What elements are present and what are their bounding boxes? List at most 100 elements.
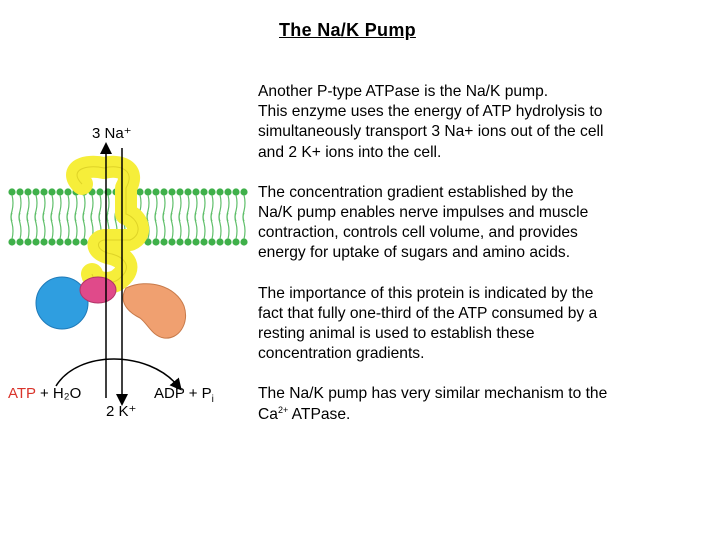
lipid-head [160, 238, 168, 246]
text-line: simultaneously transport 3 Na+ ions out … [258, 123, 604, 141]
domain-orange [122, 283, 186, 339]
text-line: energy for uptake of sugars and amino ac… [258, 244, 571, 262]
lipid-tail [210, 212, 214, 240]
lipid-head [144, 188, 152, 196]
lipid-head [16, 188, 24, 196]
lipid-head [8, 188, 16, 196]
atpase-suffix: ATPase. [288, 405, 351, 423]
page-title: The Na/K Pump [279, 20, 416, 40]
lipid-tail [10, 212, 14, 240]
lipid-head [184, 238, 192, 246]
atp-reaction-arrow [55, 358, 182, 391]
lipid-tail [18, 212, 22, 240]
lipid-head [24, 188, 32, 196]
lipid-head [48, 238, 56, 246]
adp-label: ADP + Pi [154, 385, 214, 405]
paragraph: The concentration gradient established b… [258, 183, 714, 264]
lipid-head [160, 188, 168, 196]
lipid-head [176, 188, 184, 196]
lipid-head [224, 188, 232, 196]
lipid-head [40, 188, 48, 196]
text-line: resting animal is used to establish thes… [258, 325, 535, 343]
atp-label: ATP [8, 385, 36, 402]
lipid-head [32, 188, 40, 196]
lipid-head [208, 238, 216, 246]
lipid-tail [242, 212, 246, 240]
lipid-head [168, 188, 176, 196]
lipid-head [184, 188, 192, 196]
lipid-tail [186, 212, 190, 240]
text-line-ca-atpase: Ca2+ ATPase. [258, 405, 714, 425]
water-label: + H₂O [40, 385, 81, 402]
lipid-head [216, 238, 224, 246]
lipid-tail [66, 212, 70, 240]
lipid-head [192, 238, 200, 246]
lipid-tail [154, 212, 158, 240]
lipid-tail [42, 212, 46, 240]
lipid-head [232, 188, 240, 196]
text-line: Another P-type ATPase is the Na/K pump. [258, 83, 549, 100]
lipid-head [16, 238, 24, 246]
lipid-head [200, 238, 208, 246]
lipid-tail [226, 212, 230, 240]
text-line: The importance of this protein is indica… [258, 284, 594, 302]
lipid-head [64, 188, 72, 196]
lipid-tail [218, 212, 222, 240]
text-line: The concentration gradient established b… [258, 183, 574, 201]
lipid-head [224, 238, 232, 246]
text-line: concentration gradients. [258, 345, 425, 363]
lipid-head [56, 188, 64, 196]
lipid-head [72, 238, 80, 246]
text-line: This enzyme uses the energy of ATP hydro… [258, 103, 603, 121]
paragraph: The importance of this protein is indica… [258, 284, 714, 365]
lipid-head [176, 238, 184, 246]
pump-yellow-subunit [66, 155, 150, 294]
pi-subscript: i [212, 394, 214, 405]
lipid-tail [74, 212, 78, 240]
adp-text: ADP + P [154, 385, 212, 402]
lipid-tail [178, 212, 182, 240]
lipid-head [208, 188, 216, 196]
lipid-tail [234, 212, 238, 240]
lipid-head [80, 238, 88, 246]
text-line: Na/K pump enables nerve impulses and mus… [258, 204, 589, 222]
text-line: fact that fully one-third of the ATP con… [258, 304, 598, 322]
lipid-head [192, 188, 200, 196]
lipid-head [144, 238, 152, 246]
lipid-head [24, 238, 32, 246]
lipid-head [40, 238, 48, 246]
lipid-head [240, 188, 248, 196]
lipid-head [8, 238, 16, 246]
lipid-head [32, 238, 40, 246]
domain-pink [79, 276, 117, 304]
lipid-head [96, 188, 104, 196]
lipid-tail [50, 212, 54, 240]
lipid-head [152, 238, 160, 246]
lipid-tail [202, 212, 206, 240]
body-text: Another P-type ATPase is the Na/K pump. … [258, 82, 714, 425]
paragraph: The Na/K pump has very similar mechanism… [258, 384, 714, 424]
domain-blue [35, 276, 89, 330]
na-k-pump-diagram: 3 Na⁺ ATP + H₂O 2 K⁺ ADP + Pi [8, 125, 248, 420]
k-label: 2 K⁺ [106, 403, 136, 420]
lipid-head [200, 188, 208, 196]
lipid-tail [34, 212, 38, 240]
text-line: contraction, controls cell volume, and p… [258, 224, 578, 242]
lipid-head [240, 238, 248, 246]
lipid-tail [26, 212, 30, 240]
lipid-tail [170, 212, 174, 240]
text-line: The Na/K pump has very similar mechanism… [258, 385, 608, 403]
lipid-head [168, 238, 176, 246]
lipid-tail [58, 212, 62, 240]
lipid-head [152, 188, 160, 196]
lipid-head [136, 188, 144, 196]
na-label: 3 Na⁺ [92, 125, 132, 142]
lipid-head [56, 238, 64, 246]
lipid-tail [194, 212, 198, 240]
lipid-head [232, 238, 240, 246]
lipid-tail [82, 212, 86, 240]
ca-superscript: 2+ [277, 404, 289, 415]
paragraph: Another P-type ATPase is the Na/K pump. … [258, 82, 714, 163]
ca-prefix: Ca [258, 405, 278, 423]
text-line: and 2 K+ ions into the cell. [258, 143, 442, 161]
